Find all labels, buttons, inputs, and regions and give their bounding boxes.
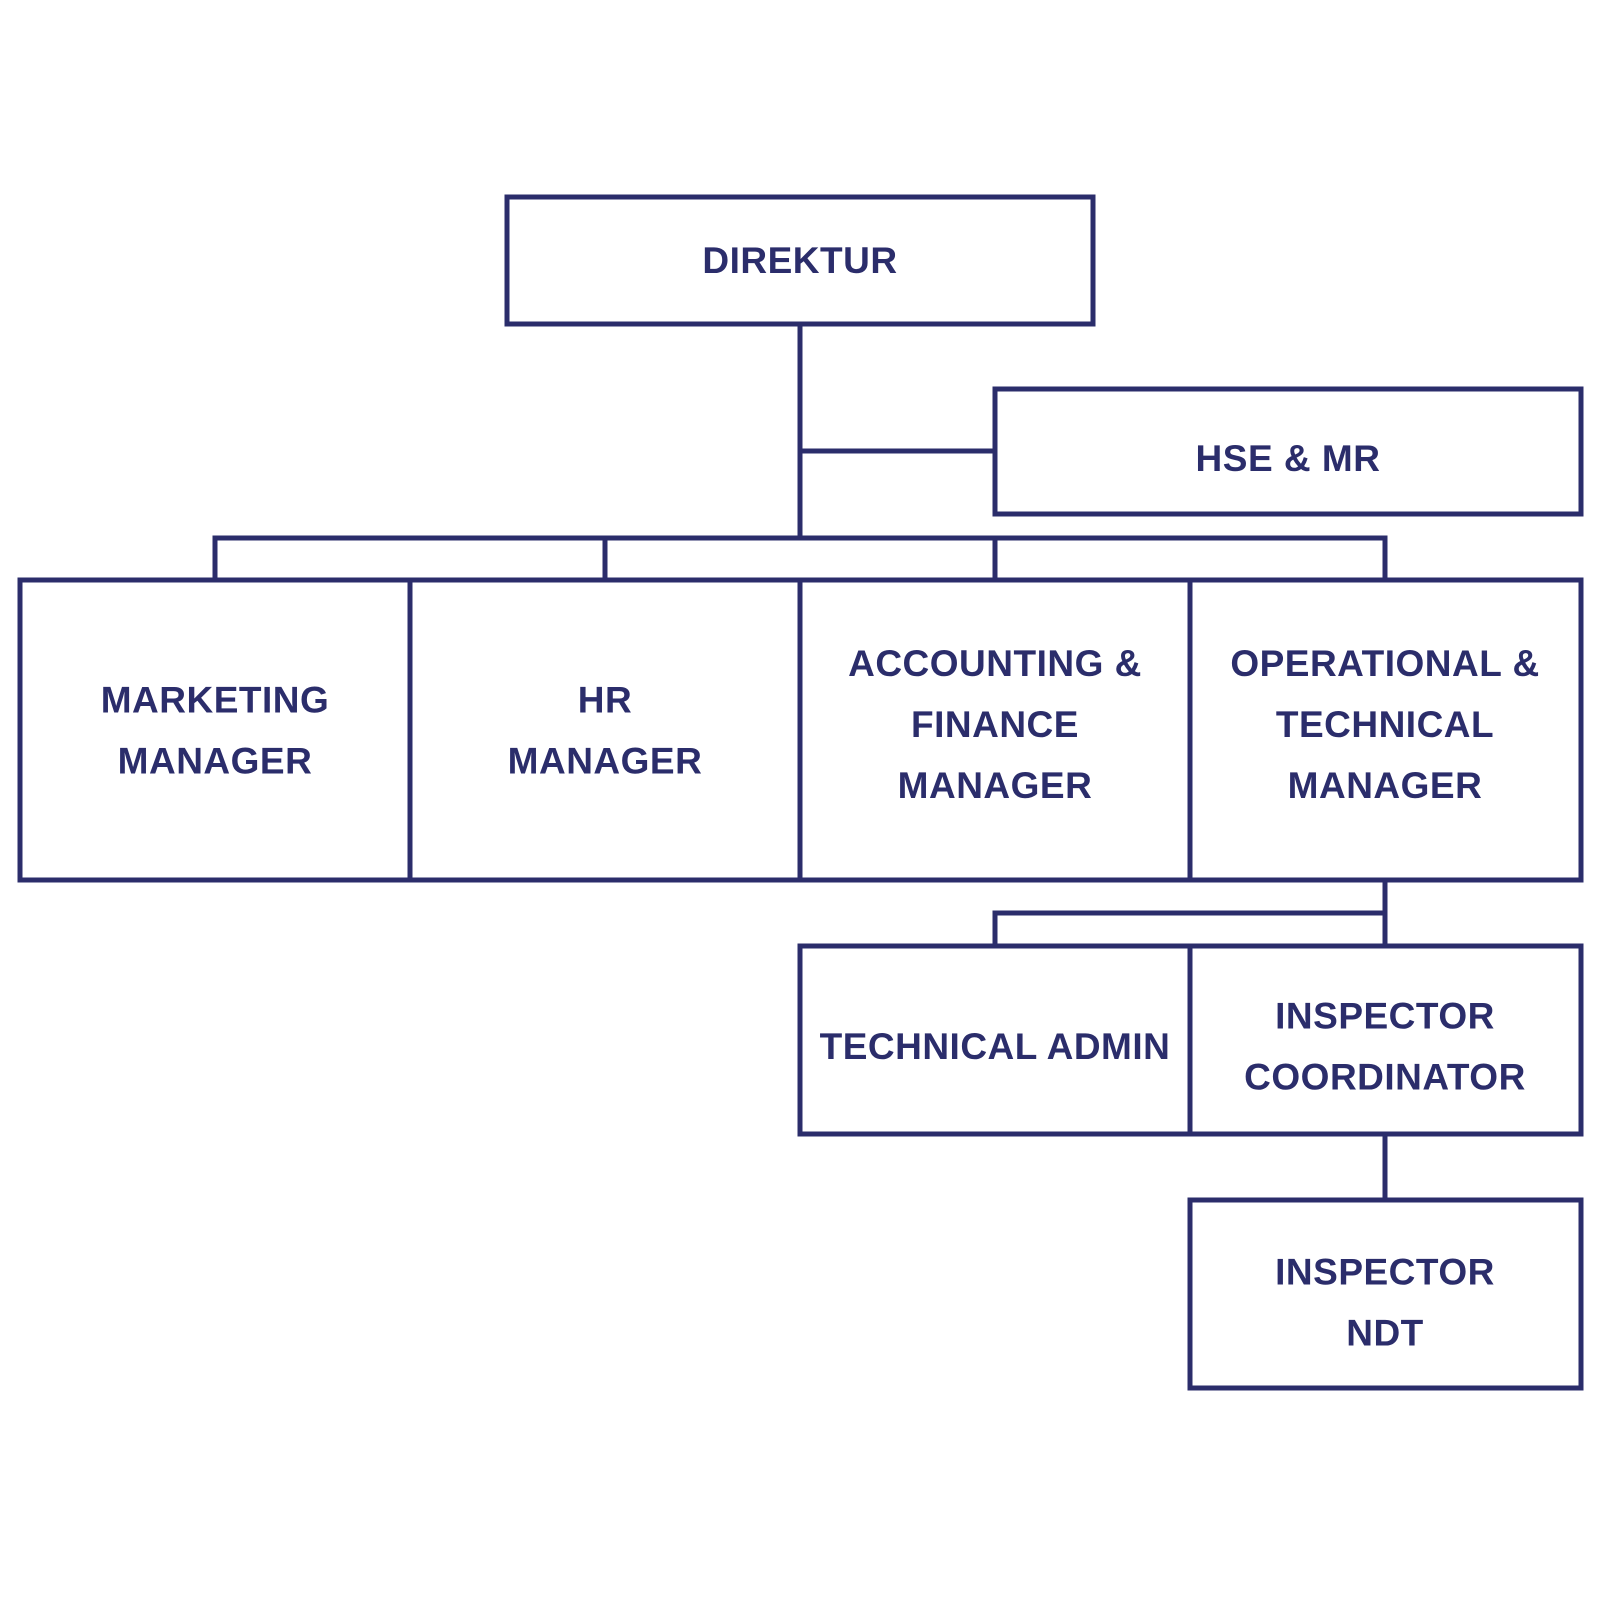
accounting-finance-manager-label-line-3: MANAGER — [898, 765, 1093, 806]
inspector-ndt-box: INSPECTOR NDT — [1187, 1197, 1584, 1391]
operational-technical-manager-box: OPERATIONAL & TECHNICAL MANAGER — [1187, 577, 1584, 883]
operational-technical-manager-label-line-2: TECHNICAL — [1276, 704, 1494, 745]
inspector-coordinator-box: INSPECTOR COORDINATOR — [1187, 943, 1584, 1137]
technical-admin-box: TECHNICAL ADMIN — [797, 943, 1193, 1137]
marketing-manager-label: MARKETING MANAGER — [101, 679, 330, 781]
hr-manager-label: HR MANAGER — [508, 679, 703, 781]
inspector-ndt-label: INSPECTOR NDT — [1275, 1251, 1495, 1353]
hse-mr-label-line-1: HSE & MR — [1196, 438, 1381, 479]
hr-manager-label-line-2: MANAGER — [508, 740, 703, 781]
direktur-label: DIREKTUR — [702, 240, 897, 281]
marketing-manager-label-line-2: MANAGER — [118, 740, 313, 781]
operational-technical-manager-label-line-3: MANAGER — [1288, 765, 1483, 806]
hse-mr-box: HSE & MR — [992, 386, 1584, 517]
marketing-manager-label-line-1: MARKETING — [101, 679, 330, 720]
inspector-ndt-label-line-2: NDT — [1346, 1312, 1424, 1353]
hr-manager-box: HR MANAGER — [407, 577, 803, 883]
technical-admin-label: TECHNICAL ADMIN — [820, 1026, 1171, 1067]
inspector-coordinator-label-line-1: INSPECTOR — [1275, 995, 1495, 1036]
direktur-box: DIREKTUR — [504, 194, 1096, 327]
connector-lines — [212, 325, 1388, 1200]
connector-managers-bus — [212, 535, 1388, 580]
operational-technical-manager-label-line-1: OPERATIONAL & — [1230, 643, 1539, 684]
hse-mr-label: HSE & MR — [1196, 438, 1381, 479]
connector-technical-bus — [992, 910, 1385, 946]
marketing-manager-box: MARKETING MANAGER — [17, 577, 413, 883]
accounting-finance-manager-label-line-2: FINANCE — [911, 704, 1079, 745]
direktur-label-line-1: DIREKTUR — [702, 240, 897, 281]
inspector-ndt-label-line-1: INSPECTOR — [1275, 1251, 1495, 1292]
accounting-finance-manager-box: ACCOUNTING & FINANCE MANAGER — [797, 577, 1193, 883]
operational-technical-manager-label: OPERATIONAL & TECHNICAL MANAGER — [1230, 643, 1539, 806]
technical-admin-label-line-1: TECHNICAL ADMIN — [820, 1026, 1171, 1067]
hr-manager-label-line-1: HR — [578, 679, 632, 720]
inspector-coordinator-label-line-2: COORDINATOR — [1244, 1056, 1526, 1097]
accounting-finance-manager-label: ACCOUNTING & FINANCE MANAGER — [848, 643, 1142, 806]
inspector-coordinator-label: INSPECTOR COORDINATOR — [1244, 995, 1526, 1097]
accounting-finance-manager-label-line-1: ACCOUNTING & — [848, 643, 1142, 684]
